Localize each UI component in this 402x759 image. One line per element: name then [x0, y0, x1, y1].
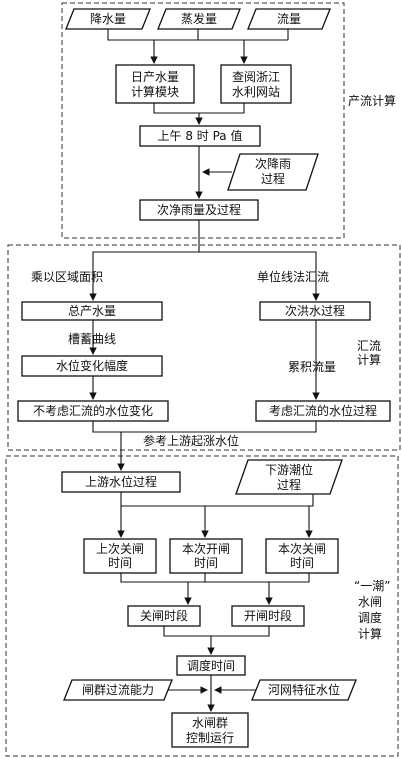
network-level-input	[251, 679, 357, 701]
reference-upstream-label: 参考上游起涨水位	[143, 433, 239, 448]
dispatch-time-label: 调度时间	[187, 658, 235, 673]
runoff-section-label: 产流计算	[348, 93, 396, 108]
zhejiang-site-line1: 查阅浙江	[232, 70, 280, 84]
no-confluence-level-box	[17, 400, 169, 422]
dispatch-time-box	[176, 655, 246, 676]
net-rain-label: 次净雨量及过程	[157, 202, 241, 217]
streamflow-label: 流量	[277, 12, 301, 26]
gate-control-line1: 水闸群	[192, 716, 228, 730]
flood-process-label: 次洪水过程	[285, 303, 345, 318]
network-level-label: 河网特征水位	[268, 682, 340, 697]
upstream-level-box	[61, 471, 181, 493]
daily-runoff-module-line2: 计算模块	[131, 84, 179, 99]
daily-runoff-module-box	[115, 64, 195, 104]
zhejiang-site-box	[220, 64, 292, 104]
net-rain-box	[139, 199, 259, 221]
flood-process-box	[259, 301, 371, 321]
last-close-line1: 上次关闸	[96, 542, 144, 556]
confluence-level-box	[255, 400, 391, 422]
accum-flow-label: 累积流量	[288, 360, 336, 374]
total-runoff-box	[21, 301, 163, 321]
close-period-box	[127, 605, 201, 627]
gate-section-label-4: 计算	[358, 626, 382, 641]
confluence-level-label: 考虑汇流的水位过程	[269, 403, 377, 418]
rain-process-input	[227, 153, 319, 191]
evaporation-input	[157, 8, 241, 30]
this-close-line1: 本次关闸	[278, 542, 326, 556]
open-period-label: 开闸时段	[244, 608, 292, 623]
level-change-label: 水位变化幅度	[56, 358, 128, 373]
gate-section-label-2: 水闸	[358, 595, 382, 609]
gate-section-frame	[5, 455, 399, 757]
this-open-line2: 时间	[194, 556, 218, 570]
open-period-box	[231, 605, 305, 627]
confluence-section-label-2: 计算	[357, 352, 381, 367]
confluence-section-frame	[7, 244, 401, 451]
gate-control-box	[171, 712, 249, 748]
gate-section-label-3: 调度	[358, 610, 382, 625]
gate-capacity-label: 闸群过流能力	[82, 683, 154, 697]
area-multiply-label: 乘以区域面积	[31, 270, 103, 284]
gate-control-line2: 控制运行	[186, 731, 234, 745]
last-close-box	[83, 538, 157, 574]
rain-process-line1: 次降雨	[255, 157, 291, 171]
no-confluence-level-label: 不考虑汇流的水位变化	[33, 403, 153, 418]
streamflow-input	[247, 8, 331, 30]
rainfall-label: 降水量	[90, 12, 126, 26]
evaporation-label: 蒸发量	[181, 11, 217, 26]
this-open-box	[169, 538, 243, 574]
this-open-line1: 本次开闸	[182, 542, 230, 556]
this-close-box	[265, 538, 339, 574]
upstream-level-label: 上游水位过程	[85, 474, 157, 489]
rainfall-input	[65, 8, 151, 30]
this-close-line2: 时间	[290, 556, 314, 570]
rain-process-line2: 过程	[261, 171, 285, 186]
downstream-tide-line1: 下游潮位	[265, 462, 313, 477]
confluence-section-label-1: 汇流	[357, 339, 381, 353]
runoff-section-frame	[61, 2, 345, 239]
downstream-tide-line2: 过程	[277, 477, 301, 492]
pa-value-box	[139, 125, 261, 147]
downstream-tide-input	[235, 459, 343, 495]
unit-hydrograph-label: 单位线法汇流	[257, 269, 329, 284]
gate-section-label-1: “一潮”	[354, 578, 390, 593]
gate-capacity-input	[63, 679, 173, 701]
total-runoff-label: 总产水量	[68, 304, 116, 318]
daily-runoff-module-line1: 日产水量	[131, 70, 179, 84]
level-change-box	[21, 355, 163, 377]
last-close-line2: 时间	[108, 556, 132, 570]
pa-value-label: 上午 8 时 Pa 值	[158, 128, 243, 143]
zhejiang-site-line2: 水利网站	[232, 85, 280, 99]
storage-curve-label: 槽蓄曲线	[68, 332, 116, 346]
close-period-label: 关闸时段	[140, 608, 188, 623]
